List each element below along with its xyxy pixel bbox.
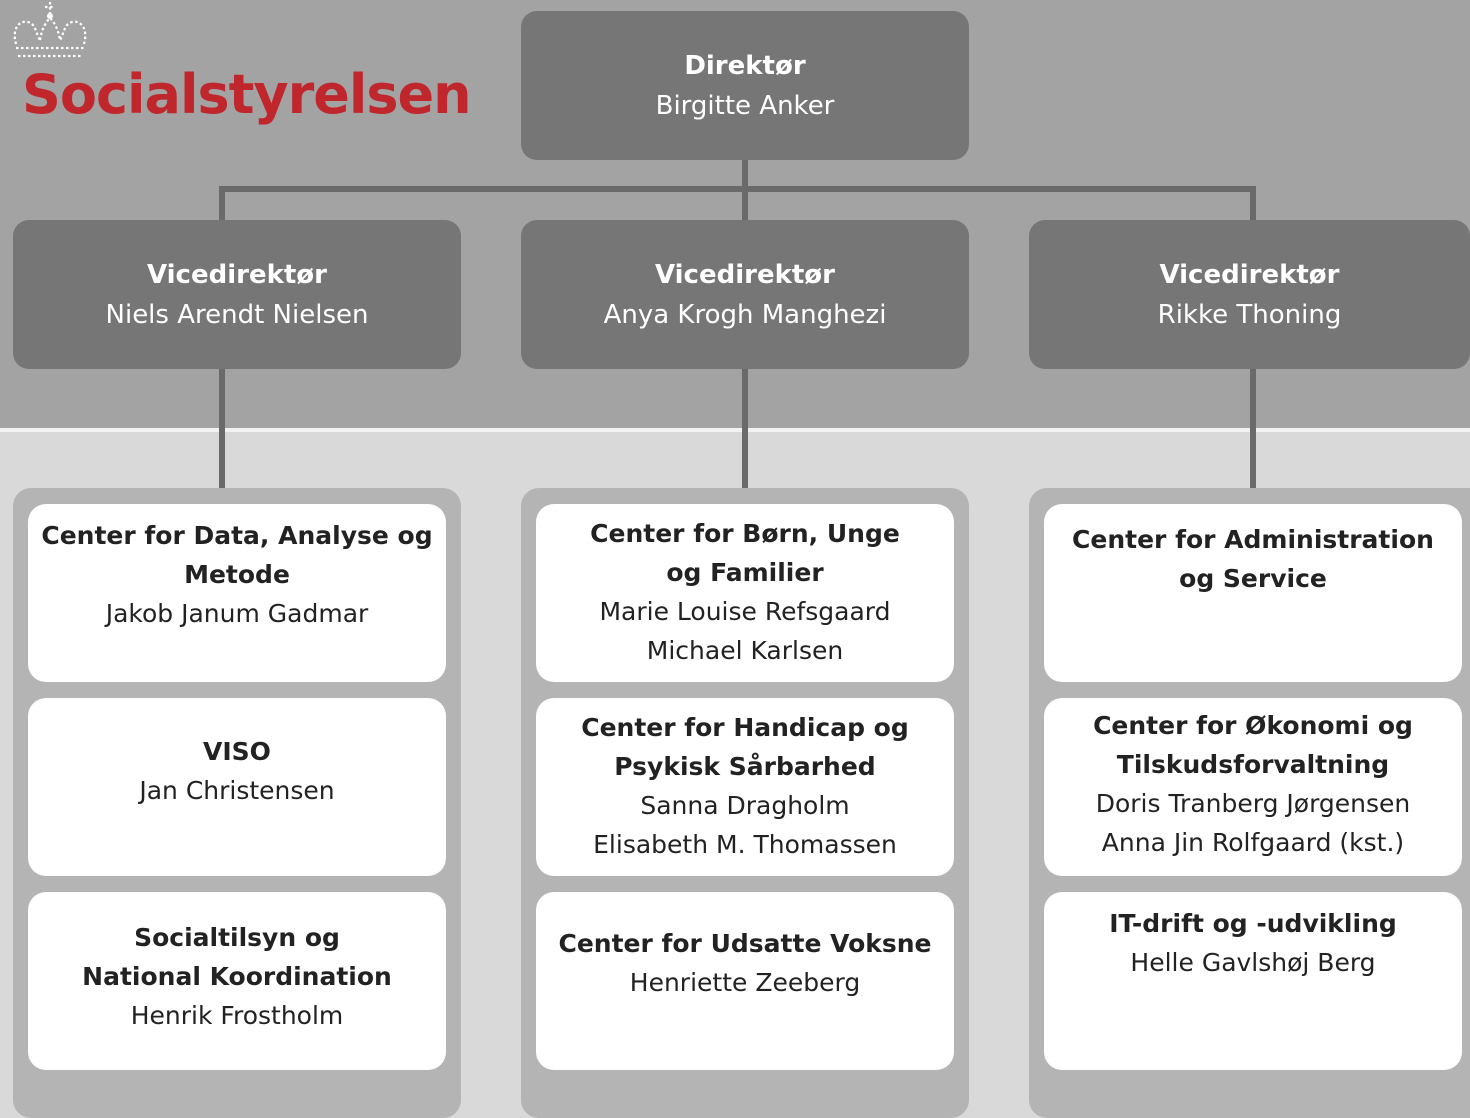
center-title: Center for Handicap og [581, 713, 909, 742]
center-head: Jakob Janum Gadmar [105, 599, 369, 628]
center-head: Henriette Zeeberg [629, 968, 861, 997]
connector-right-down [1250, 186, 1256, 222]
vice-director-role: Vicedirektør [654, 259, 835, 290]
center-head: Elisabeth M. Thomassen [593, 830, 897, 859]
center-head: Sanna Dragholm [640, 791, 850, 820]
center-title: Socialtilsyn og [134, 923, 340, 952]
center-card: Center for Økonomi og Tilskudsforvaltnin… [1044, 698, 1462, 876]
director-role: Direktør [684, 50, 806, 81]
center-card: Center for Handicap og Psykisk Sårbarhed… [536, 698, 954, 876]
center-title: Metode [184, 560, 290, 589]
brand-name: Socialstyrelsen [22, 63, 472, 126]
vice-director-box: Vicedirektør Anya Krogh Manghezi [521, 220, 969, 369]
center-title: National Koordination [82, 962, 392, 991]
center-title: og Service [1179, 564, 1327, 593]
center-title: Center for Økonomi og [1093, 711, 1413, 740]
vice-director-name: Niels Arendt Nielsen [105, 299, 369, 330]
vice-director-name: Rikke Thoning [1157, 299, 1342, 330]
center-title: IT-drift og -udvikling [1109, 909, 1397, 938]
center-title: Center for Administration [1072, 525, 1434, 554]
center-title: VISO [203, 737, 271, 766]
center-head: Henrik Frostholm [130, 1001, 344, 1030]
connector-horizontal [219, 186, 1256, 192]
center-title: og Familier [666, 558, 824, 587]
center-card: Center for Administration og Service [1044, 504, 1462, 682]
center-title: Center for Udsatte Voksne [558, 929, 932, 958]
center-head: Helle Gavlshøj Berg [1130, 948, 1376, 977]
center-head: Doris Tranberg Jørgensen [1095, 789, 1411, 818]
vice-director-name: Anya Krogh Manghezi [603, 299, 887, 330]
center-head: Anna Jin Rolfgaard (kst.) [1101, 828, 1405, 857]
connector-left-down [219, 186, 225, 222]
vice-director-role: Vicedirektør [146, 259, 327, 290]
band-divider [0, 428, 1470, 432]
vice-director-box: Vicedirektør Rikke Thoning [1029, 220, 1470, 369]
connector-col2 [742, 368, 748, 490]
center-card: Center for Data, Analyse og Metode Jakob… [28, 504, 446, 682]
center-title: Center for Børn, Unge [590, 519, 900, 548]
vice-director-box: Vicedirektør Niels Arendt Nielsen [13, 220, 461, 369]
center-card: IT-drift og -udvikling Helle Gavlshøj Be… [1044, 892, 1462, 1070]
center-head: Marie Louise Refsgaard [599, 597, 891, 626]
director-name: Birgitte Anker [655, 90, 835, 121]
center-head: Michael Karlsen [646, 636, 844, 665]
crown-icon [13, 2, 87, 58]
director-box: Direktør Birgitte Anker [521, 11, 969, 160]
vice-director-role: Vicedirektør [1159, 259, 1340, 290]
center-card: Center for Børn, Unge og Familier Marie … [536, 504, 954, 682]
center-head: Jan Christensen [139, 776, 335, 805]
center-card: Socialtilsyn og National Koordination He… [28, 892, 446, 1070]
connector-col3 [1250, 368, 1256, 490]
center-title: Psykisk Sårbarhed [614, 752, 876, 781]
center-title: Center for Data, Analyse og [41, 521, 433, 550]
center-card: VISO Jan Christensen [28, 698, 446, 876]
center-card: Center for Udsatte Voksne Henriette Zeeb… [536, 892, 954, 1070]
connector-col1 [219, 368, 225, 490]
center-title: Tilskudsforvaltning [1116, 750, 1390, 779]
